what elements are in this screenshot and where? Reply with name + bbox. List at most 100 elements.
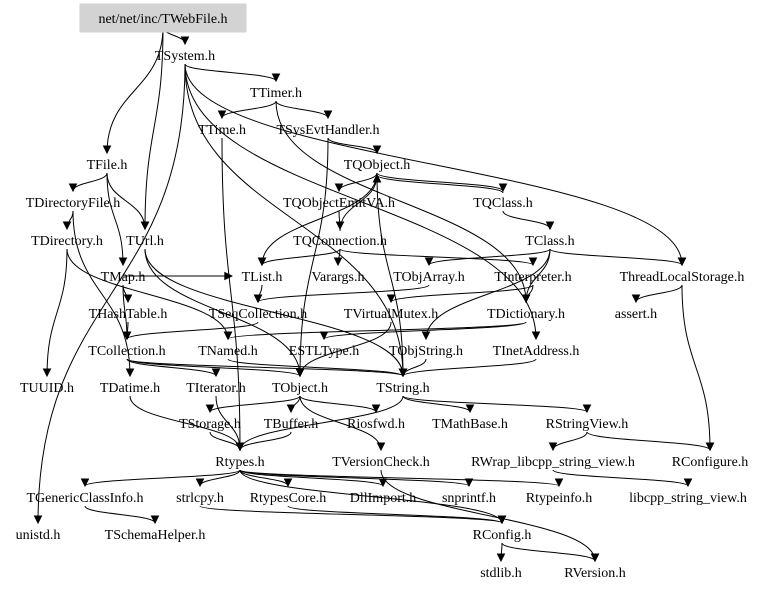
node-label: strlcpy.h [176, 491, 224, 506]
arrowhead [211, 368, 221, 378]
arrowhead [150, 515, 160, 525]
edge-RStringView-to-RWrap [548, 431, 588, 452]
arrowhead [80, 478, 90, 488]
node-label: snprintf.h [442, 491, 496, 506]
node-TDictionary: TDictionary.h [487, 307, 565, 322]
edge-line [184, 63, 404, 377]
edge-line [425, 248, 551, 340]
edge-line [221, 100, 277, 119]
node-TDirectoryFile: TDirectoryFile.h [26, 196, 120, 211]
node-label: TDirectoryFile.h [26, 196, 120, 211]
node-TQConnection: TQConnection.h [293, 234, 387, 249]
edge-line [239, 469, 470, 487]
edge-TObject-to-Riosfwd [299, 395, 381, 414]
node-TSeqCollection: TSeqCollection.h [209, 307, 307, 322]
edge-line [376, 172, 404, 377]
arrowhead [421, 331, 431, 341]
node-label: TFile.h [87, 158, 128, 173]
edge-line [390, 284, 534, 303]
edge-Rtypes-to-strlcpy [195, 469, 241, 488]
edge-TDirectory-to-TUUID [42, 248, 68, 378]
edge-RConfig-to-RVersion [501, 542, 600, 563]
arrowhead [224, 271, 233, 281]
edge-root-to-TFile [102, 26, 164, 155]
edge-line [144, 248, 404, 377]
node-label: TQClass.h [473, 196, 533, 211]
node-stdlib: stdlib.h [480, 566, 522, 581]
node-label: TObjString.h [389, 344, 463, 359]
edge-line [257, 284, 430, 303]
arrowhead [295, 368, 305, 378]
edge-line [287, 505, 503, 524]
edge-line [227, 358, 404, 377]
edge-TDirectoryFile-to-TDatime [72, 210, 135, 378]
arrowhead [334, 183, 344, 193]
edge-line [261, 248, 341, 266]
edge-line [501, 542, 596, 562]
arrowhead [464, 478, 474, 488]
node-label: TMap.h [101, 270, 146, 285]
edge-line [338, 172, 378, 192]
arrowhead [102, 145, 112, 155]
edge-line [66, 248, 229, 340]
edge-RConfig-to-stdlib [496, 542, 506, 563]
edge-line [106, 26, 164, 154]
node-label: TQConnection.h [293, 234, 387, 249]
edge-TObjArray-to-TSeqCollection [253, 284, 430, 304]
node-label: TUrl.h [126, 234, 164, 249]
node-label: TDictionary.h [487, 307, 565, 322]
arrowhead [323, 110, 333, 120]
node-THashTable: THashTable.h [89, 307, 168, 322]
arrowhead [235, 442, 245, 452]
edge-ThreadLocalStorage-to-RConfigure [681, 284, 715, 452]
node-Rtypes: Rtypes.h [215, 455, 264, 470]
node-label: TObjArray.h [393, 270, 465, 285]
arrowhead [223, 331, 233, 341]
edge-TInterpreter-to-TVirtualMutex [386, 284, 534, 304]
edge-TGenericClassInfo-to-TSchemaHelper [84, 505, 160, 525]
edge-RStringView-to-RConfigure [586, 431, 715, 452]
node-TInterpreter: TInterpreter.h [494, 270, 571, 285]
arrowhead [62, 221, 72, 231]
node-label: TList.h [242, 270, 283, 285]
edge-line [339, 174, 378, 232]
edge-line [299, 395, 377, 413]
node-label: RVersion.h [564, 566, 626, 581]
edge-line [46, 248, 68, 377]
edge-TFile-to-TDirectoryFile [68, 172, 108, 193]
edge-TBuffer-to-Rtypes [235, 431, 292, 452]
arrowhead [376, 442, 386, 452]
edge-TMap-to-TList [123, 271, 233, 281]
edge-line [184, 63, 683, 266]
arrowhead [333, 257, 343, 267]
edge-line [552, 469, 689, 487]
node-label: RConfig.h [473, 528, 532, 543]
edge-strlcpy-to-RConfig [199, 505, 507, 525]
edge-TInterpreter-to-TDictionary [521, 284, 534, 304]
node-label: RtypesCore.h [250, 491, 327, 506]
node-Varargs: Varargs.h [311, 270, 364, 285]
node-label: TClass.h [525, 234, 574, 249]
node-label: unistd.h [16, 528, 61, 543]
arrowhead [68, 183, 78, 193]
arrowhead [683, 478, 693, 488]
edge-TClass-to-TObjArray [424, 248, 551, 267]
node-label: TUUID.h [20, 381, 74, 396]
node-assert: assert.h [615, 307, 657, 322]
node-label: TCollection.h [88, 344, 165, 359]
node-TVirtualMutex: TVirtualMutex.h [344, 307, 438, 322]
node-RConfig: RConfig.h [473, 528, 532, 543]
node-label: TInetAddress.h [493, 344, 580, 359]
node-label: TVersionCheck.h [332, 455, 430, 470]
node-label: TStorage.h [179, 417, 241, 432]
node-label: libcpp_string_view.h [629, 491, 747, 506]
node-label: TIterator.h [186, 381, 245, 396]
edge-Rtypes-to-Rtypeinfo [239, 469, 564, 488]
edge-TTime-to-Rtypes [221, 137, 245, 452]
node-TTime: TTime.h [198, 123, 246, 138]
edge-line [323, 321, 527, 340]
edge-line [239, 395, 404, 451]
edge-TDictionary-to-TNamed [223, 321, 527, 341]
node-label: TQObject.h [344, 158, 410, 173]
